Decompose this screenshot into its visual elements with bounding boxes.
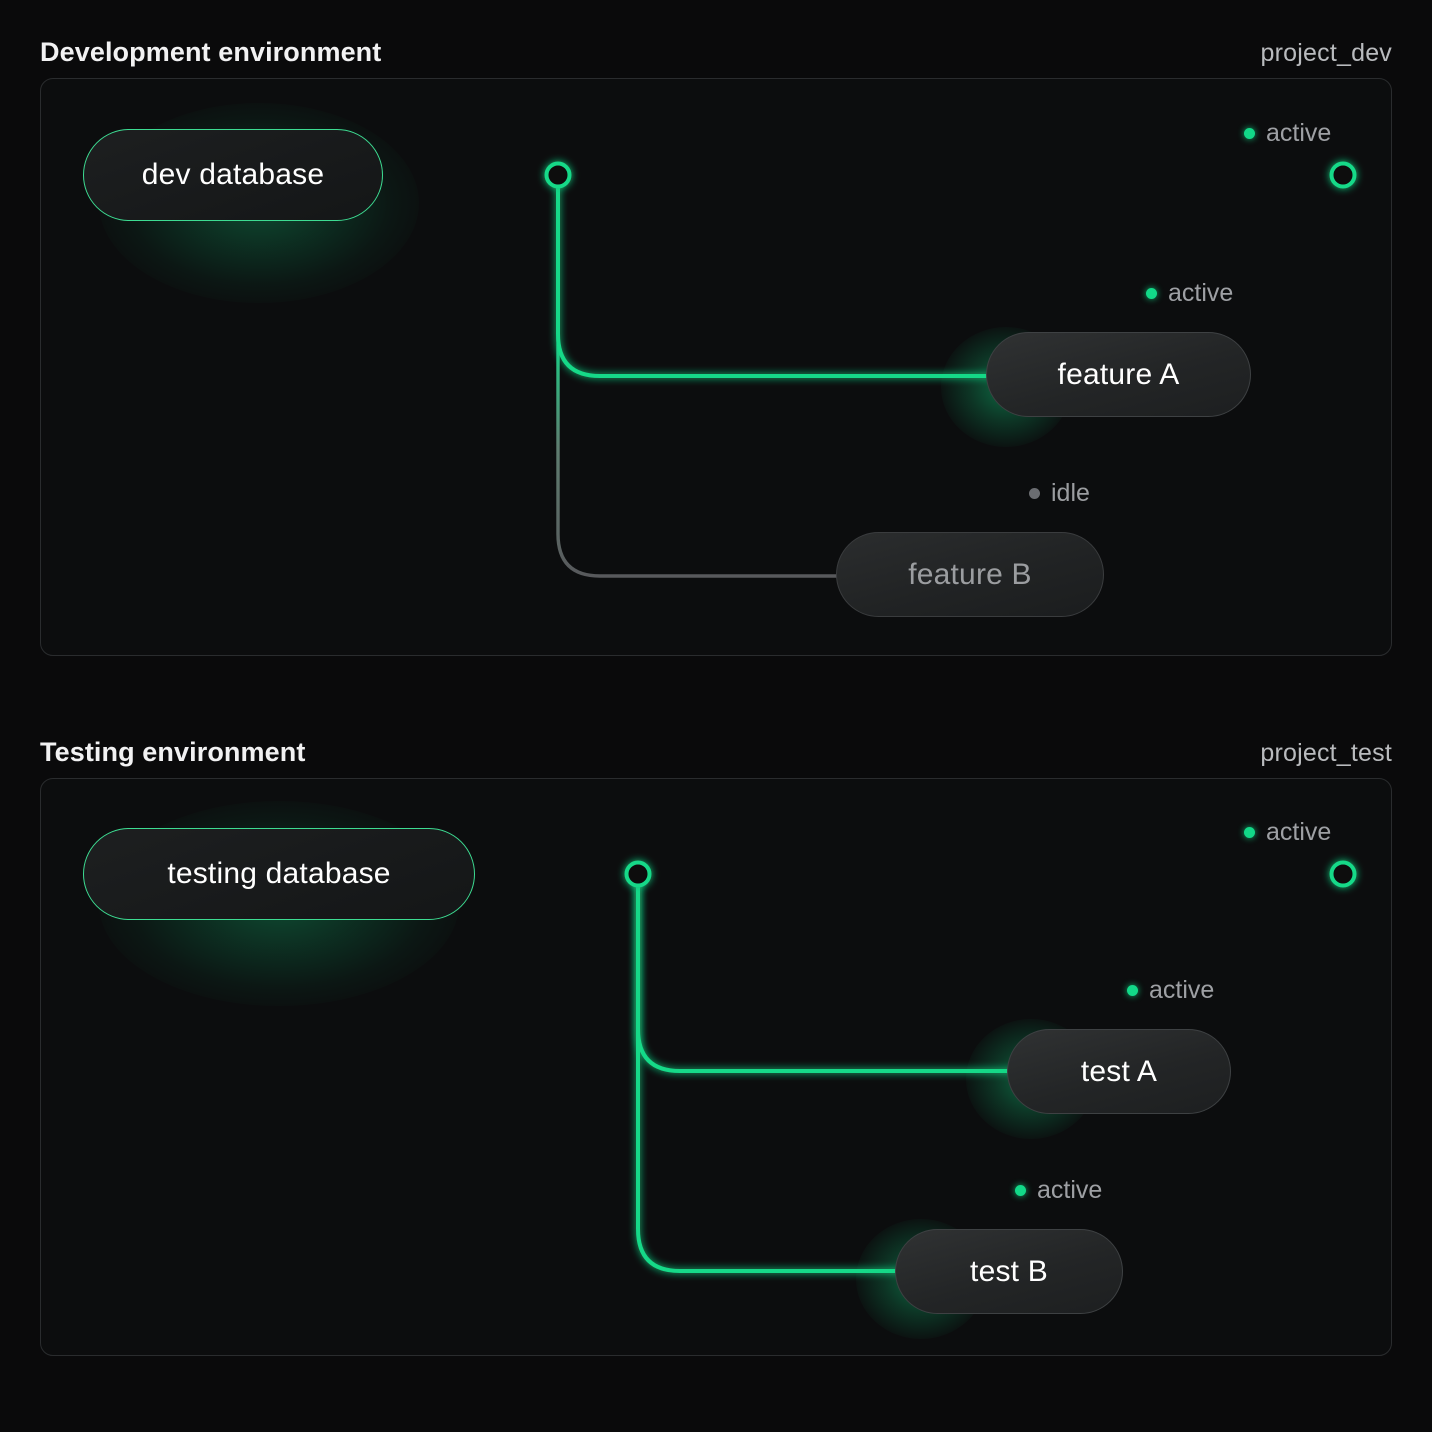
junction-circle-test[interactable]	[624, 860, 652, 888]
node-label: testing database	[167, 857, 391, 890]
status-dot-icon	[1127, 985, 1138, 996]
node-test-b[interactable]: test B	[895, 1229, 1123, 1314]
connector-feature-b	[556, 173, 839, 578]
connector-feature-a	[556, 173, 993, 378]
graph-canvas-dev: dev database active active feature A	[41, 79, 1391, 655]
node-label: test B	[970, 1254, 1048, 1288]
status-label: idle	[1051, 479, 1090, 507]
status-dot-icon	[1029, 488, 1040, 499]
environment-header-test: Testing environment project_test	[40, 700, 1392, 778]
status-dot-icon	[1015, 1185, 1026, 1196]
node-test-a[interactable]: test A	[1007, 1029, 1231, 1114]
page-title-test: Testing environment	[40, 737, 306, 767]
node-testing-database[interactable]: testing database	[83, 828, 475, 920]
environment-header-dev: Development environment project_dev	[40, 0, 1392, 78]
environment-card-test: testing database active active test A ac…	[40, 778, 1392, 1356]
status-badge-trunk-dev: active	[1244, 119, 1331, 148]
page-title-dev: Development environment	[40, 37, 382, 67]
junction-circle-dev[interactable]	[544, 161, 572, 189]
status-badge-feature-b: idle	[1029, 479, 1090, 508]
environment-section-dev: Development environment project_dev	[0, 0, 1432, 656]
connector-test-a	[636, 872, 1018, 1073]
trunk-endpoint-circle-dev[interactable]	[1329, 161, 1357, 189]
status-badge-test-b: active	[1015, 1176, 1102, 1205]
status-badge-feature-a: active	[1146, 279, 1233, 308]
node-dev-database[interactable]: dev database	[83, 129, 383, 221]
graph-canvas-test: testing database active active test A ac…	[41, 779, 1391, 1355]
status-dot-icon	[1146, 288, 1157, 299]
status-label: active	[1149, 976, 1215, 1004]
status-label: active	[1037, 1176, 1103, 1204]
node-label: test A	[1080, 1054, 1158, 1088]
status-label: active	[1168, 279, 1234, 307]
status-badge-trunk-test: active	[1244, 818, 1331, 847]
trunk-endpoint-circle-test[interactable]	[1329, 860, 1357, 888]
environment-card-dev: dev database active active feature A	[40, 78, 1392, 656]
status-label: active	[1266, 818, 1332, 846]
status-label: active	[1266, 119, 1332, 147]
connector-lines-test	[434, 860, 1357, 1273]
project-label-dev: project_dev	[1260, 39, 1392, 67]
node-label: feature A	[1057, 357, 1180, 391]
node-feature-a[interactable]: feature A	[986, 332, 1251, 417]
node-label: feature B	[908, 557, 1032, 591]
project-label-test: project_test	[1260, 739, 1392, 767]
node-feature-b[interactable]: feature B	[836, 532, 1104, 617]
node-label: dev database	[141, 158, 325, 191]
connector-lines-dev	[342, 161, 1357, 578]
environment-section-test: Testing environment project_test	[0, 700, 1432, 1356]
status-dot-icon	[1244, 827, 1255, 838]
connector-test-b	[636, 872, 908, 1273]
status-badge-test-a: active	[1127, 976, 1214, 1005]
status-dot-icon	[1244, 128, 1255, 139]
